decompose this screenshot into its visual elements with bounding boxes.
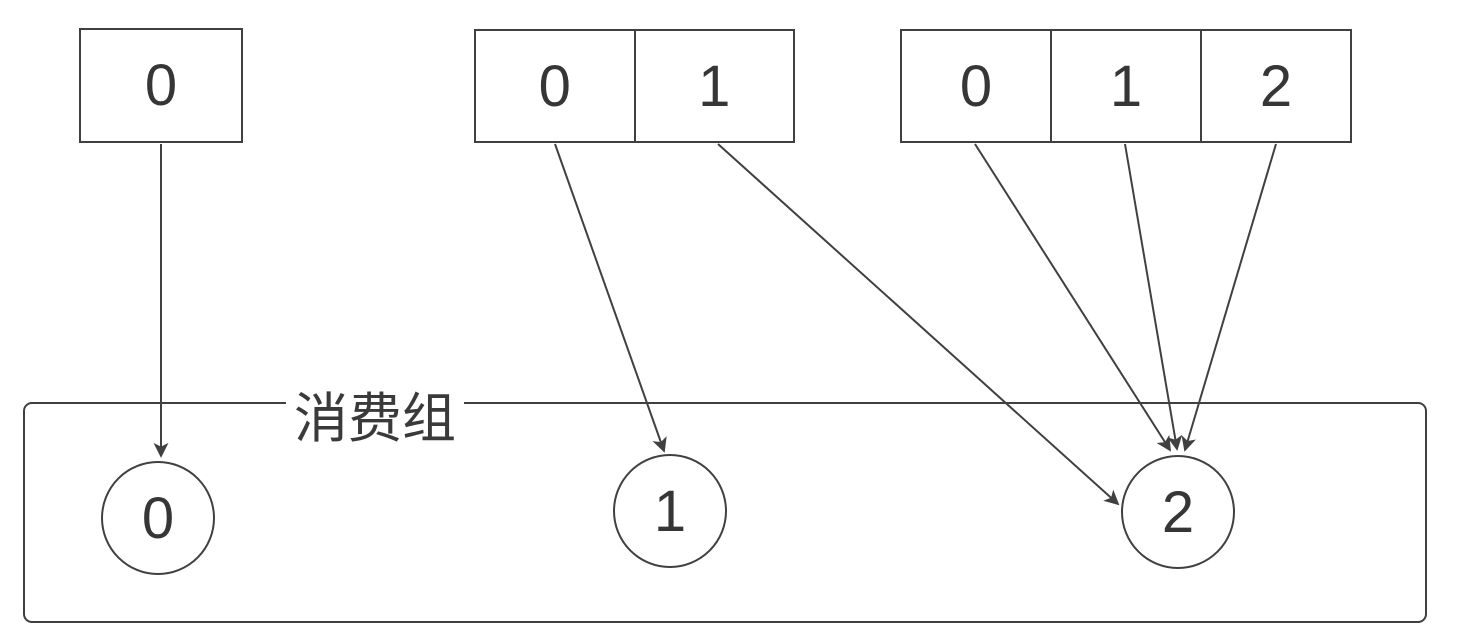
- consumer-1: 1: [613, 454, 727, 568]
- topic3-partition-1: 1: [1050, 31, 1200, 141]
- topic2-partition-1: 1: [633, 31, 794, 141]
- topic1-partition-row: 0: [79, 28, 243, 143]
- topic3-partition-2: 2: [1200, 31, 1350, 141]
- topic2-partition-row: 0 1: [474, 29, 795, 143]
- topic2-partition-0: 0: [538, 53, 571, 119]
- topic3-partition-0: 0: [959, 53, 993, 119]
- consumer-2: 2: [1121, 455, 1235, 569]
- consumer-0: 0: [101, 461, 215, 575]
- consumer-group-label: 消费组: [286, 390, 464, 448]
- topic3-partition-row: 0 1 2: [900, 29, 1352, 143]
- topic1-partition-0: 0: [144, 53, 178, 118]
